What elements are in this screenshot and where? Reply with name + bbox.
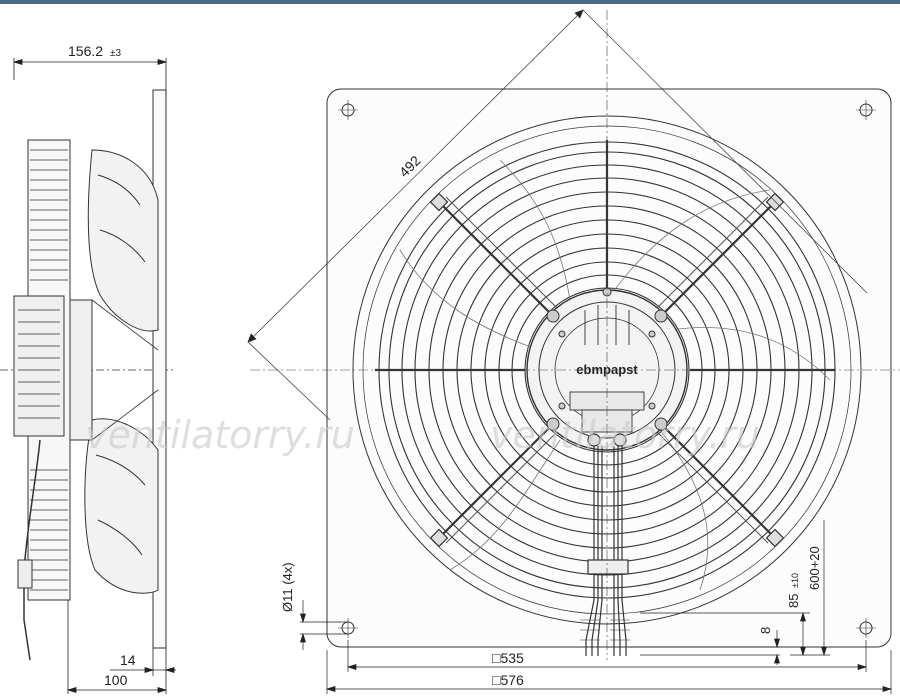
- brand-label: ebmpapst: [576, 362, 638, 377]
- side-blade-lower: [84, 418, 159, 594]
- dim-depth-flange: [110, 648, 176, 676]
- dim-diagonal: [247, 9, 868, 421]
- label-depth-motor: 100: [104, 672, 128, 688]
- side-motor-fins: [30, 149, 68, 591]
- label-cable-offset-tol: ±10: [790, 573, 800, 588]
- label-edge-offset: 8: [758, 627, 773, 634]
- dim-hole-spacing: [346, 640, 868, 672]
- dim-plate-size: [325, 650, 893, 694]
- label-cable-length: 600+20: [807, 546, 822, 590]
- dim-edge-offset: [630, 630, 780, 665]
- dim-cable-offset: [640, 611, 810, 657]
- impeller-blades: [399, 159, 831, 591]
- label-depth-flange: 14: [120, 652, 136, 668]
- dim-depth-motor: [66, 600, 168, 694]
- label-hole-spacing: □535: [492, 650, 524, 666]
- watermark-second: ventilatorry.ru: [490, 413, 760, 457]
- center-lines: [250, 10, 900, 660]
- dim-hole-dia: [300, 600, 348, 650]
- hub-screws: [546, 287, 668, 431]
- label-hole-dia: Ø11 (4x): [280, 562, 295, 612]
- side-hub: [69, 299, 93, 441]
- label-plate-size: □576: [492, 672, 524, 688]
- front-view: [326, 88, 892, 656]
- side-terminal-box: [13, 295, 65, 437]
- side-view: [0, 89, 175, 661]
- label-depth-main-tol: ±3: [110, 48, 121, 59]
- dim-cable-length: [790, 520, 830, 657]
- label-cable-offset: 85: [786, 594, 801, 608]
- watermark: ventilatorry.ru: [85, 413, 355, 457]
- label-depth-main: 156.2: [68, 43, 103, 59]
- top-bar: [0, 0, 900, 4]
- dim-depth-main: [12, 58, 168, 95]
